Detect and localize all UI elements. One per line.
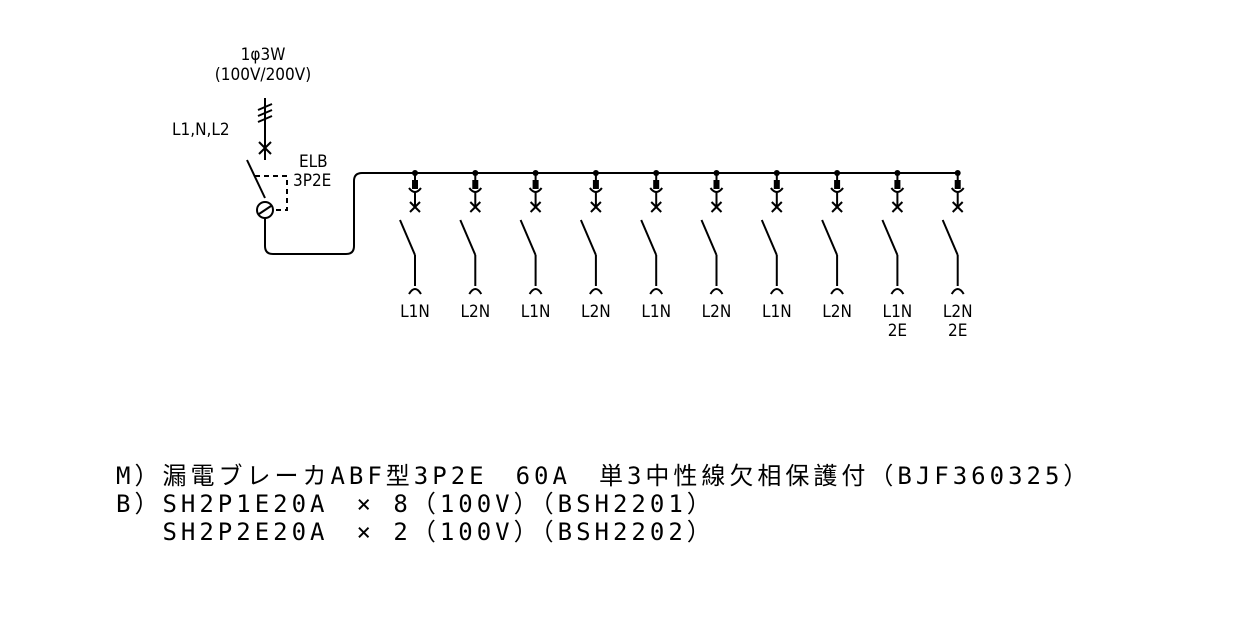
branch-label: L1N <box>762 302 792 322</box>
branch-breaker: L2N <box>700 170 732 322</box>
contact-cross <box>409 201 421 213</box>
branch-label: L2N <box>581 302 611 322</box>
branch-breaker: L2N <box>579 170 611 322</box>
main-elb-symbol <box>246 159 958 255</box>
switch-blade <box>881 219 899 256</box>
elb-name-label: ELB <box>299 152 328 172</box>
branch-breaker: L1N <box>640 170 671 322</box>
branch-breaker: L1N <box>519 170 551 322</box>
branch-breaker: L2N <box>459 170 490 322</box>
branch-label: L1N <box>883 302 913 322</box>
terminal-arc <box>528 288 543 295</box>
branch-sublabel: 2E <box>888 321 907 341</box>
plug-in-connector <box>773 180 780 189</box>
contact-cross <box>891 201 904 213</box>
branch-breaker: L1N <box>760 170 792 322</box>
switch-blade <box>579 219 597 256</box>
branch-label: L2N <box>702 302 732 322</box>
supply-system-label: 1φ3W <box>241 45 286 65</box>
contact-cross <box>469 201 482 213</box>
plug-in-connector <box>592 180 599 189</box>
note-branch-breakers-2: SH2P2E20A × 2（100V）（BSH2202） <box>116 518 715 546</box>
switch-blade <box>821 219 839 256</box>
branch-label: L1N <box>521 302 551 322</box>
switch-blade <box>941 219 959 256</box>
branch-breaker: L1N <box>399 170 430 322</box>
note-branch-breakers-1: B）SH2P1E20A × 8（100V）（BSH2201） <box>116 490 715 518</box>
elb-spec-label: 3P2E <box>293 171 331 191</box>
supply-lines-label: L1,N,L2 <box>172 120 230 140</box>
terminal-arc <box>468 288 483 295</box>
contact-cross <box>951 201 964 213</box>
contact-cross <box>771 201 783 213</box>
plug-in-connector <box>713 180 720 189</box>
branch-label: L2N <box>822 302 852 322</box>
switch-blade <box>399 219 416 256</box>
terminal-arc <box>408 288 422 295</box>
plug-in-connector <box>834 180 841 189</box>
plug-in-connector <box>954 180 961 189</box>
switch-blade <box>519 219 537 256</box>
terminal-arc <box>769 288 784 295</box>
supply-voltage-label: (100V/200V) <box>215 65 311 85</box>
switch-blade <box>760 219 778 256</box>
switch-blade <box>640 219 658 256</box>
plug-in-connector <box>894 180 901 189</box>
switch-blade <box>700 219 718 256</box>
branch-label: L1N <box>400 302 430 322</box>
terminal-arc <box>589 288 603 295</box>
plug-in-connector <box>412 180 418 189</box>
terminal-arc <box>649 288 664 295</box>
terminal-arc <box>890 288 905 295</box>
plug-in-connector <box>472 180 479 189</box>
branch-sublabel: 2E <box>948 321 967 341</box>
branch-label: L2N <box>943 302 973 322</box>
switch-blade <box>459 219 477 256</box>
contact-cross <box>831 201 843 213</box>
branch-breaker: L2N <box>821 170 852 322</box>
terminal-arc <box>709 288 724 295</box>
plug-in-connector <box>653 180 660 189</box>
contact-cross <box>529 201 542 213</box>
terminal-arc <box>830 288 844 295</box>
branch-label: L1N <box>641 302 671 322</box>
plug-in-connector <box>532 180 539 189</box>
contact-cross <box>590 201 602 213</box>
terminal-arc <box>950 288 965 295</box>
branch-label: L2N <box>460 302 490 322</box>
contact-cross <box>710 201 723 213</box>
incoming-line <box>257 98 273 160</box>
note-main-breaker: M）漏電ブレーカABF型3P2E 60A 単3中性線欠相保護付（BJF36032… <box>116 462 1091 490</box>
contact-cross <box>650 201 662 213</box>
